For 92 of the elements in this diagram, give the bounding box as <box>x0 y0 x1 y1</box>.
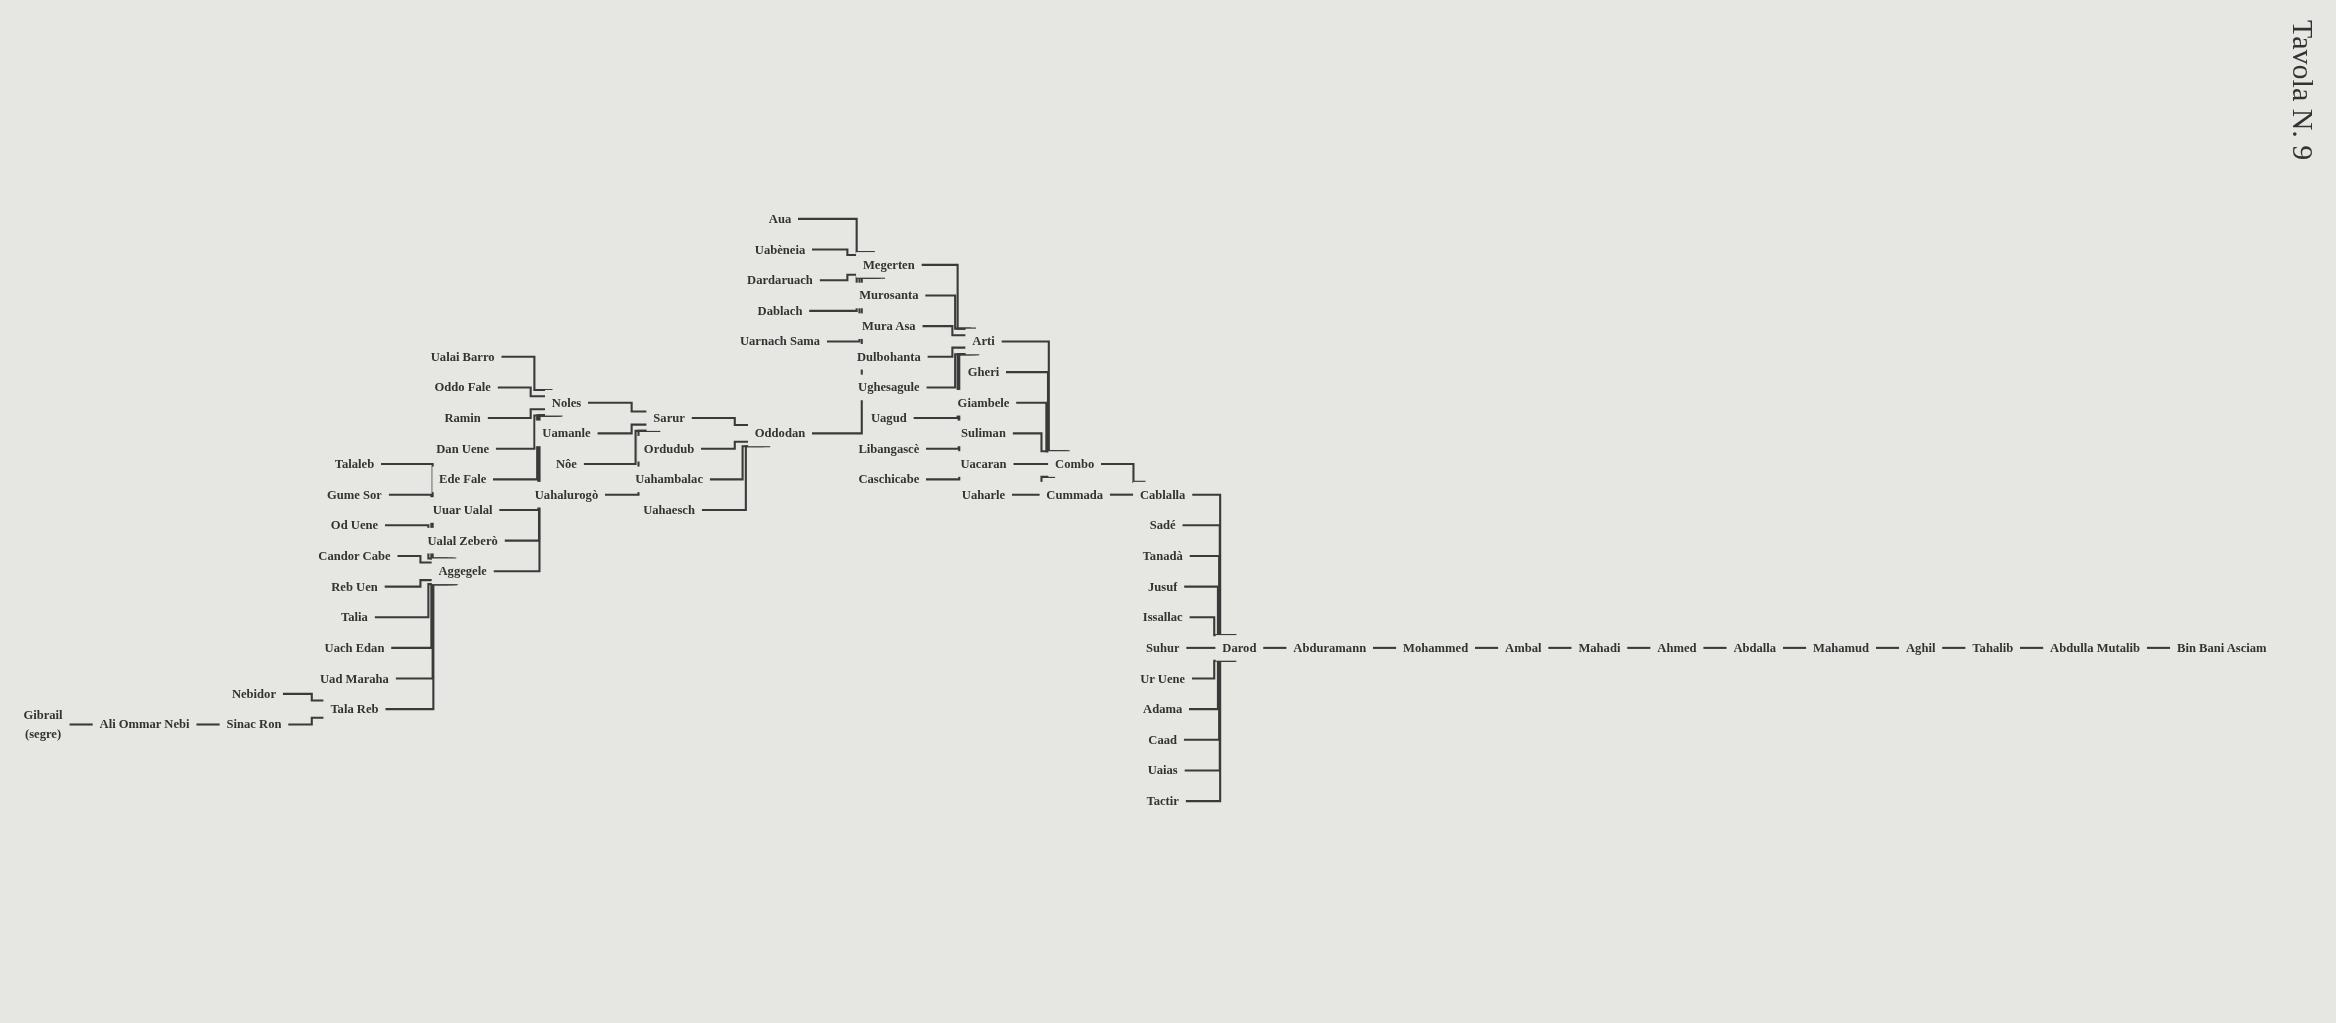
node-text: Dan Uene <box>436 441 490 456</box>
node-text: Suhur <box>1145 640 1180 655</box>
connector <box>2019 646 2044 649</box>
node-text: Ali Ommar Nebi <box>99 717 190 731</box>
node-text: Uahaesch <box>643 503 695 517</box>
node-text: Gibrail (segre) <box>23 708 63 741</box>
connector <box>1263 646 1287 649</box>
connector <box>1005 371 1069 453</box>
connector <box>1100 463 1146 483</box>
connector <box>282 692 324 702</box>
node-text: Dardaruach <box>747 273 813 287</box>
node-text: Mahamud <box>1813 640 1870 655</box>
node-text: Od Uene <box>330 518 379 532</box>
connector <box>921 263 977 330</box>
node-text: Uabèneia <box>754 242 806 257</box>
connector <box>1875 646 1900 649</box>
connector <box>1782 646 1807 649</box>
node-text: Uad Maraha <box>320 671 389 686</box>
connector <box>927 346 966 358</box>
node-text: Ramin <box>444 411 481 425</box>
node-text: Uarnach Sama <box>739 334 821 348</box>
node-text: Sinac Ron <box>226 717 282 731</box>
node-text: Tahalib <box>1972 640 2014 655</box>
connector <box>1627 646 1651 649</box>
connector <box>1186 646 1216 649</box>
node-text: Gheri <box>967 365 1000 379</box>
node-text: Ur Uene <box>1140 671 1186 686</box>
connector <box>1548 646 1572 649</box>
node-text: Abdulla Mutalib <box>2050 640 2141 655</box>
connector <box>691 417 749 427</box>
node-text: Uagud <box>870 411 907 425</box>
node-text: Tactir <box>1146 794 1179 808</box>
node-text: Aghil <box>1906 640 1936 655</box>
node-text: Issallac <box>1142 610 1183 624</box>
connector <box>1942 646 1966 649</box>
node-text: Candor Cabe <box>318 549 391 563</box>
connector <box>1001 340 1070 453</box>
node-text: Nôe <box>555 457 577 471</box>
node-text: Caschicabe <box>858 472 920 486</box>
node-text: Ahmed <box>1657 640 1697 655</box>
connector <box>701 445 771 512</box>
connector <box>385 583 458 711</box>
node-text: Abduramann <box>1293 640 1367 655</box>
node-text: Mahadi <box>1578 640 1621 655</box>
connector <box>196 723 220 726</box>
node-text: Gume Sor <box>327 487 382 502</box>
connector <box>925 294 972 330</box>
node-text: Abdalla <box>1733 640 1777 655</box>
node-text: Sadé <box>1149 518 1176 532</box>
node-text: Oddo Fale <box>434 380 491 394</box>
connector <box>1372 646 1397 649</box>
node-text: Talaleb <box>334 457 375 471</box>
connector <box>922 325 966 337</box>
node-text: Aua <box>768 211 792 226</box>
connector <box>701 440 749 450</box>
connector <box>1185 659 1237 803</box>
node-text: Nebidor <box>231 686 276 701</box>
node-text: Mohammed <box>1403 640 1469 655</box>
node-text: Uaharle <box>961 487 1006 502</box>
connector <box>1474 646 1499 649</box>
connector <box>1013 463 1049 466</box>
connector <box>1011 475 1056 496</box>
connector <box>69 723 93 726</box>
connector <box>797 217 875 254</box>
connector <box>1703 646 1727 649</box>
node-text: Adama <box>1143 702 1183 716</box>
connector <box>384 579 432 588</box>
node-text: Ualai Barro <box>430 349 495 364</box>
connector <box>397 554 432 564</box>
node-text: Jusuf <box>1147 579 1178 594</box>
connector <box>811 248 857 256</box>
connector <box>1016 401 1065 453</box>
node-text: Caad <box>1148 732 1178 747</box>
connector <box>497 386 546 398</box>
page-title: Tavola N. 9 <box>2286 20 2320 161</box>
node-text: Reb Uen <box>331 579 378 594</box>
connector <box>487 408 546 420</box>
node-text: Dablach <box>757 303 803 318</box>
connector <box>288 716 324 726</box>
connector <box>597 423 647 435</box>
connector <box>587 401 647 413</box>
connector <box>1109 493 1134 496</box>
node-text: Tanadà <box>1142 549 1183 563</box>
node-text: Uach Edan <box>324 640 385 655</box>
node-text: Ambal <box>1505 640 1542 655</box>
connector <box>819 273 857 282</box>
node-text: Uaias <box>1147 763 1178 777</box>
node-text: Talia <box>341 610 368 624</box>
connector <box>2146 646 2171 649</box>
node-text: Tala Reb <box>330 702 379 716</box>
node-text: Libangascè <box>858 441 920 456</box>
node-text: Bin Bani Asciam <box>2176 640 2267 655</box>
